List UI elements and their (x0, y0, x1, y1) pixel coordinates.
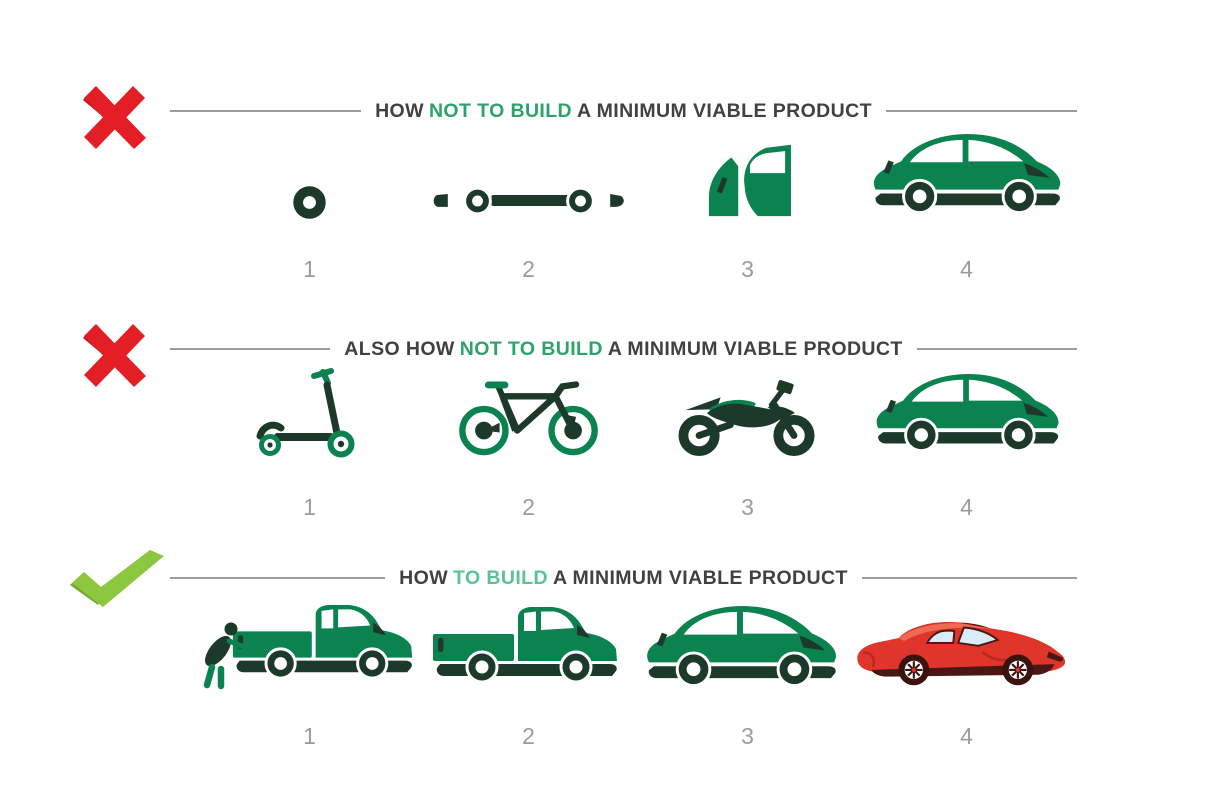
step-number: 2 (522, 494, 535, 520)
step-number: 4 (960, 494, 973, 520)
green-sedan-icon (637, 602, 845, 693)
green-car-icon (864, 130, 1069, 220)
step-number: 3 (741, 256, 754, 282)
wheel-icon (293, 186, 326, 219)
title-prefix: HOW (399, 566, 449, 589)
green-car-icon (867, 370, 1067, 458)
header-rule-right (916, 348, 1077, 350)
kick-scooter-icon (256, 368, 354, 458)
step-number: 2 (522, 256, 535, 282)
step-numbers: 1 2 3 4 (200, 723, 1076, 749)
step-number: 4 (960, 256, 973, 282)
pickup-truck-icon (428, 601, 623, 693)
step-numbers: 1 2 3 4 (200, 494, 1076, 520)
car-body-partial-icon (708, 144, 791, 217)
header-rule-left (170, 577, 386, 579)
steps-row (200, 128, 1076, 220)
title-prefix: ALSO HOW (344, 337, 455, 360)
step-number: 1 (303, 723, 316, 749)
header-rule-left (170, 348, 331, 350)
step-number: 1 (303, 256, 316, 282)
header-rule-left (170, 110, 362, 112)
red-sports-car-icon (857, 621, 1066, 686)
step-number: 2 (522, 723, 535, 749)
title-suffix: A MINIMUM VIABLE PRODUCT (552, 566, 848, 589)
step-number: 3 (741, 723, 754, 749)
title-suffix: A MINIMUM VIABLE PRODUCT (577, 99, 872, 122)
title-prefix: HOW (375, 99, 424, 122)
x-mark-icon (83, 324, 146, 387)
motorcycle-icon (678, 380, 815, 457)
x-mark-icon (83, 86, 146, 149)
car-chassis-icon (433, 186, 624, 216)
check-mark-icon (70, 550, 164, 607)
title-highlight: NOT TO BUILD (459, 337, 603, 360)
step-numbers: 1 2 3 4 (200, 256, 1076, 282)
person-pushing-pickup-icon (203, 603, 414, 690)
step-number: 4 (960, 723, 973, 749)
steps-row (200, 356, 1076, 458)
bicycle-icon (458, 381, 598, 456)
rear-wheel (898, 654, 930, 686)
step-number: 3 (741, 494, 754, 520)
header-rule-right (885, 110, 1077, 112)
step-number: 1 (303, 494, 316, 520)
title-highlight: NOT TO BUILD (428, 99, 573, 122)
steps-row (200, 593, 1076, 693)
title-suffix: A MINIMUM VIABLE PRODUCT (607, 337, 903, 360)
front-wheel (1002, 654, 1034, 686)
title-highlight: TO BUILD (453, 566, 548, 589)
header-rule-right (861, 577, 1077, 579)
